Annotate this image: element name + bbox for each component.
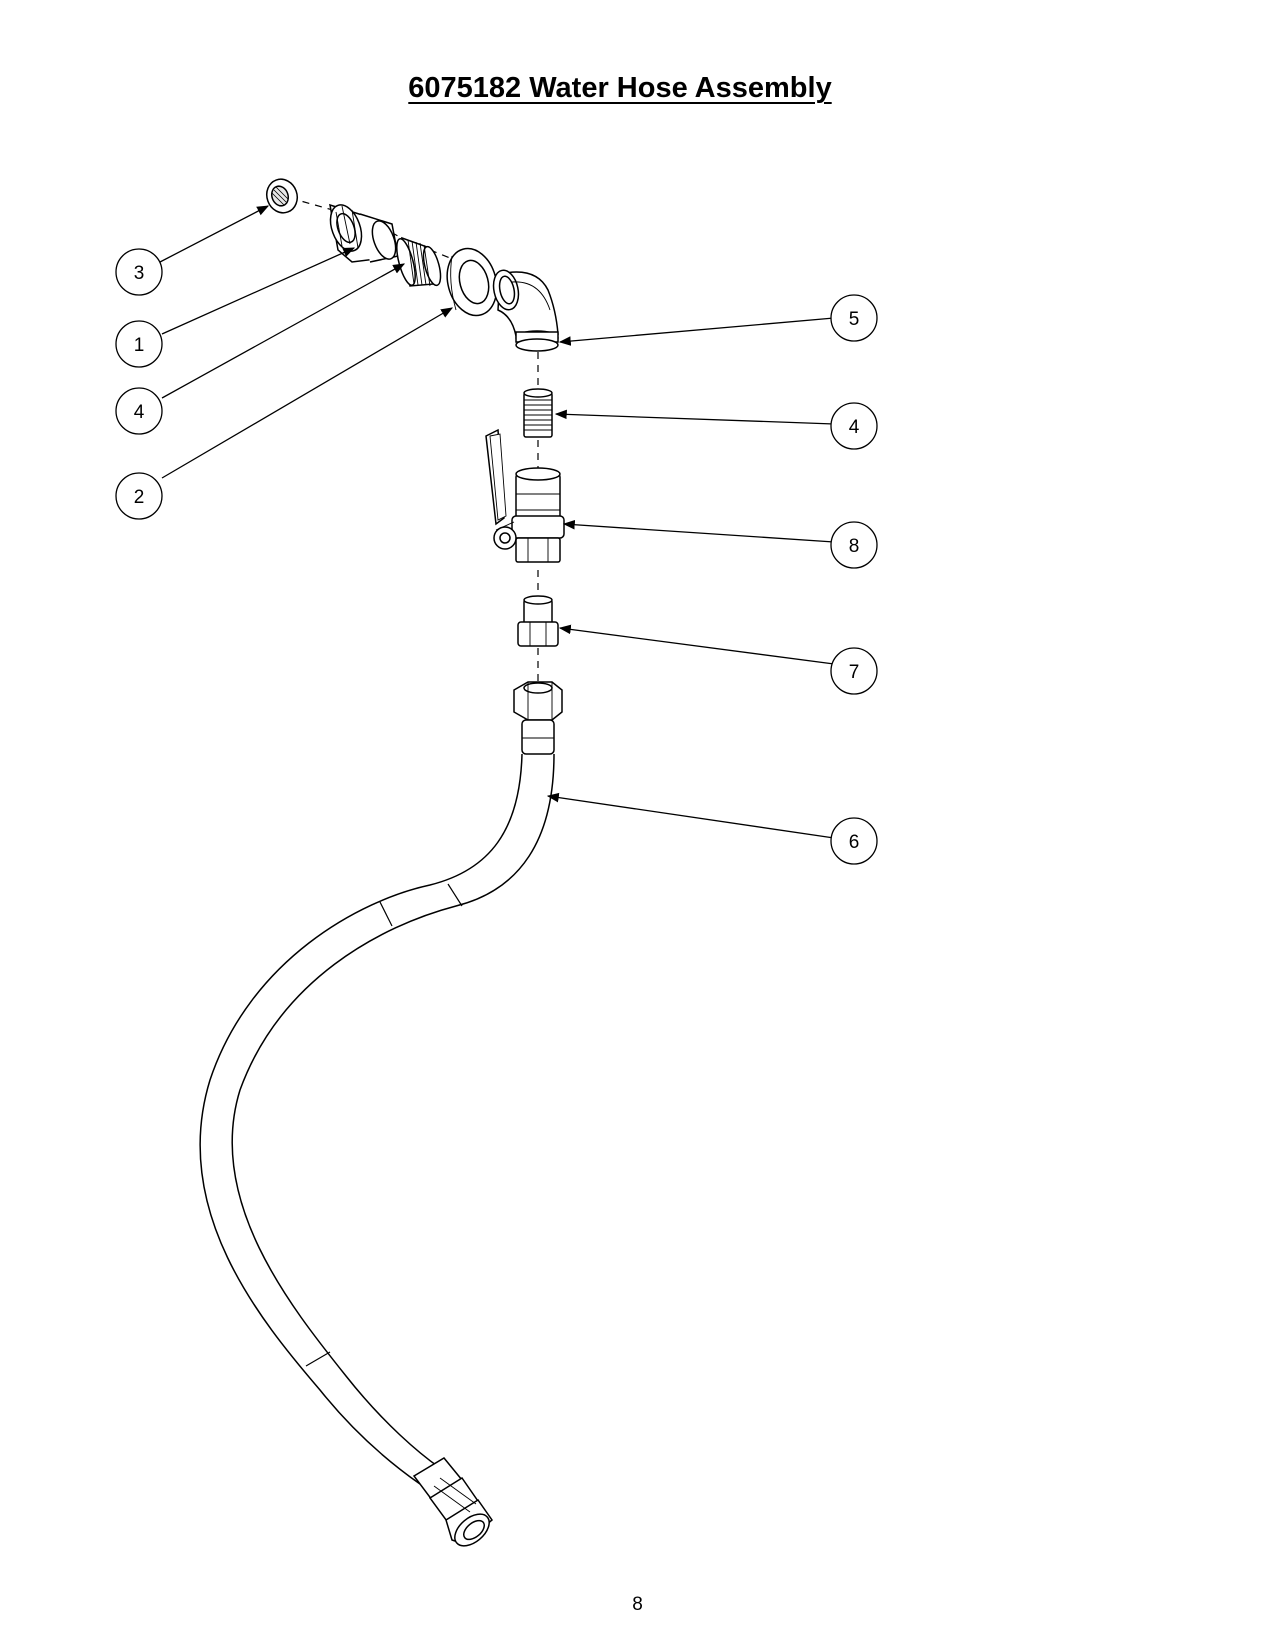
callout-leader-lines (159, 205, 835, 839)
part-7-adapter-fitting (517, 595, 559, 647)
callout-4-right: 4 (830, 402, 878, 450)
callout-circle (830, 402, 878, 450)
part-4-threaded-nipple-upper (396, 236, 442, 287)
leader-4a (161, 263, 406, 399)
callout-label: 1 (134, 335, 145, 356)
callout-label: 5 (849, 309, 860, 330)
part-8-ball-valve (485, 428, 565, 563)
callout-label: 6 (849, 832, 860, 853)
callout-circle (115, 387, 163, 435)
leader-7 (558, 624, 835, 665)
part-1-coupling-nut (329, 203, 399, 263)
callout-1: 1 (115, 320, 163, 368)
callout-circle (115, 248, 163, 296)
part-5-elbow (492, 269, 559, 352)
callout-3: 3 (115, 248, 163, 296)
leader-5 (558, 317, 835, 346)
leader-1 (161, 247, 356, 335)
leader-2 (161, 307, 454, 479)
callout-circle (830, 521, 878, 569)
callout-circle (115, 472, 163, 520)
part-6-hose-assembly (199, 681, 563, 1547)
callout-4-left: 4 (115, 387, 163, 435)
part-4-threaded-nipple-vertical (523, 388, 553, 438)
callout-label: 8 (849, 536, 860, 557)
callout-label: 4 (849, 417, 860, 438)
callout-7: 7 (830, 647, 878, 695)
page-title-text: 6075182 Water Hose Assembly (408, 72, 832, 104)
callout-circle (830, 817, 878, 865)
callout-circle (115, 320, 163, 368)
leader-8 (562, 519, 835, 543)
callout-label: 2 (134, 487, 145, 508)
callout-5: 5 (830, 294, 878, 342)
leader-6 (546, 792, 835, 839)
page-number: 8 (632, 1594, 643, 1615)
leader-3 (159, 205, 270, 263)
callout-2: 2 (115, 472, 163, 520)
part-3-screen-washer (266, 178, 298, 214)
leader-4b (554, 409, 835, 425)
callout-6: 6 (830, 817, 878, 865)
callout-8: 8 (830, 521, 878, 569)
page-title: 6075182 Water Hose Assembly (0, 74, 1240, 103)
callout-label: 3 (134, 263, 145, 284)
callout-label: 4 (134, 402, 145, 423)
callout-circle (830, 647, 878, 695)
callout-circle (830, 294, 878, 342)
callout-label: 7 (849, 662, 860, 683)
